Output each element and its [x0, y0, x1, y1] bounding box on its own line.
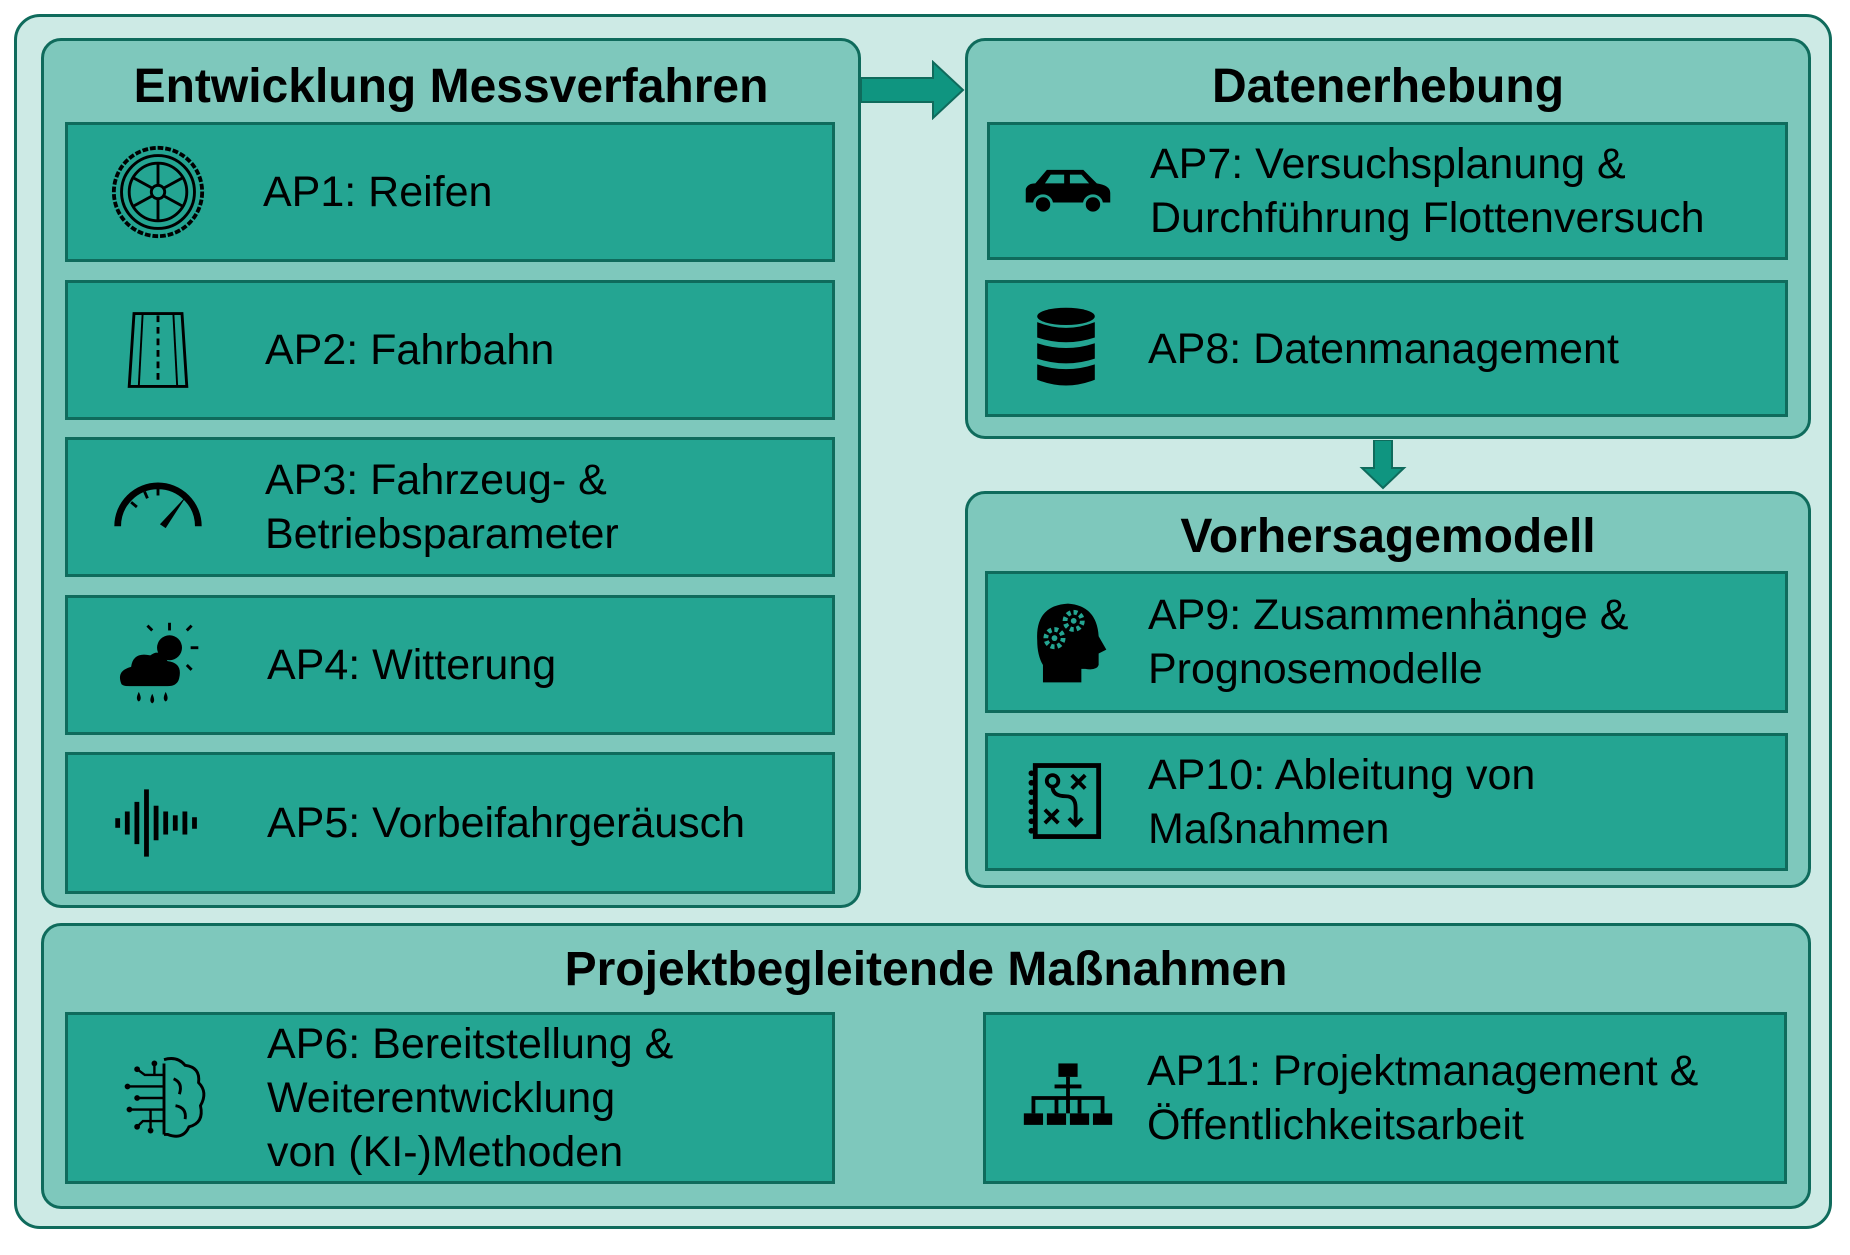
- item-label: AP4: Witterung: [267, 641, 557, 689]
- panel-title: Projektbegleitende Maßnahmen: [564, 943, 1288, 996]
- item-label: AP8: Datenmanagement: [1148, 324, 1619, 373]
- work-package-ap4: AP4: Witterung: [65, 595, 835, 735]
- work-package-ap7: AP7: Versuchsplanung & Durchführung Flott…: [987, 122, 1788, 260]
- work-package-ap1: AP1: Reifen: [65, 122, 835, 262]
- item-label: Öffentlichkeitsarbeit: [1147, 1101, 1524, 1149]
- weather-icon: [119, 622, 199, 704]
- panel-title: Vorhersagemodell: [1180, 510, 1596, 563]
- item-label: AP9: Zusammenhänge &: [1148, 591, 1629, 639]
- work-package-ap9: AP9: Zusammenhänge & Prognosemodelle: [985, 571, 1788, 713]
- road-icon: [127, 312, 189, 388]
- item-label: AP6: Bereitstellung &: [267, 1020, 674, 1068]
- item-label: AP10: Ableitung von: [1148, 751, 1536, 799]
- work-package-ap2: AP2: Fahrbahn: [65, 280, 835, 420]
- car-icon: [1025, 169, 1111, 215]
- item-label: AP7: Versuchsplanung &: [1150, 140, 1626, 188]
- item-label: AP11: Projektmanagement &: [1147, 1047, 1699, 1095]
- work-package-ap3: AP3: Fahrzeug- & Betriebsparameter: [65, 437, 835, 577]
- item-label: Weiterentwicklung: [267, 1074, 616, 1122]
- arrow-right: [861, 60, 965, 120]
- item-label: AP3: Fahrzeug- &: [265, 456, 607, 504]
- work-package-ap8: AP8: Datenmanagement: [985, 280, 1788, 417]
- item-label: Maßnahmen: [1148, 805, 1390, 853]
- speedometer-icon: [114, 482, 202, 529]
- soundwave-icon: [115, 789, 197, 857]
- item-label: von (KI-)Methoden: [267, 1128, 624, 1176]
- item-label: Durchführung Flottenversuch: [1150, 194, 1705, 242]
- tire-icon: [111, 145, 205, 239]
- panel-title: Datenerhebung: [1211, 60, 1565, 113]
- item-label: AP2: Fahrbahn: [265, 326, 555, 374]
- work-package-ap11: AP11: Projektmanagement & Öffentlichkeits…: [983, 1012, 1787, 1184]
- head-gears-icon: [1037, 603, 1107, 683]
- work-package-ap5: AP5: Vorbeifahrgeräusch: [65, 752, 835, 894]
- item-label: AP5: Vorbeifahrgeräusch: [267, 799, 746, 847]
- strategy-icon: [1028, 763, 1102, 839]
- panel-title: Entwicklung Messverfahren: [133, 60, 769, 113]
- work-package-ap6: AP6: Bereitstellung & Weiterentwicklung vo…: [65, 1012, 835, 1184]
- arrow-down: [1359, 440, 1407, 490]
- ai-brain-icon: [124, 1057, 206, 1138]
- item-label: AP1: Reifen: [263, 168, 493, 216]
- database-icon: [1037, 307, 1095, 385]
- item-label: Betriebsparameter: [265, 510, 619, 558]
- org-chart-icon: [1023, 1063, 1113, 1125]
- item-label: Prognosemodelle: [1148, 645, 1483, 693]
